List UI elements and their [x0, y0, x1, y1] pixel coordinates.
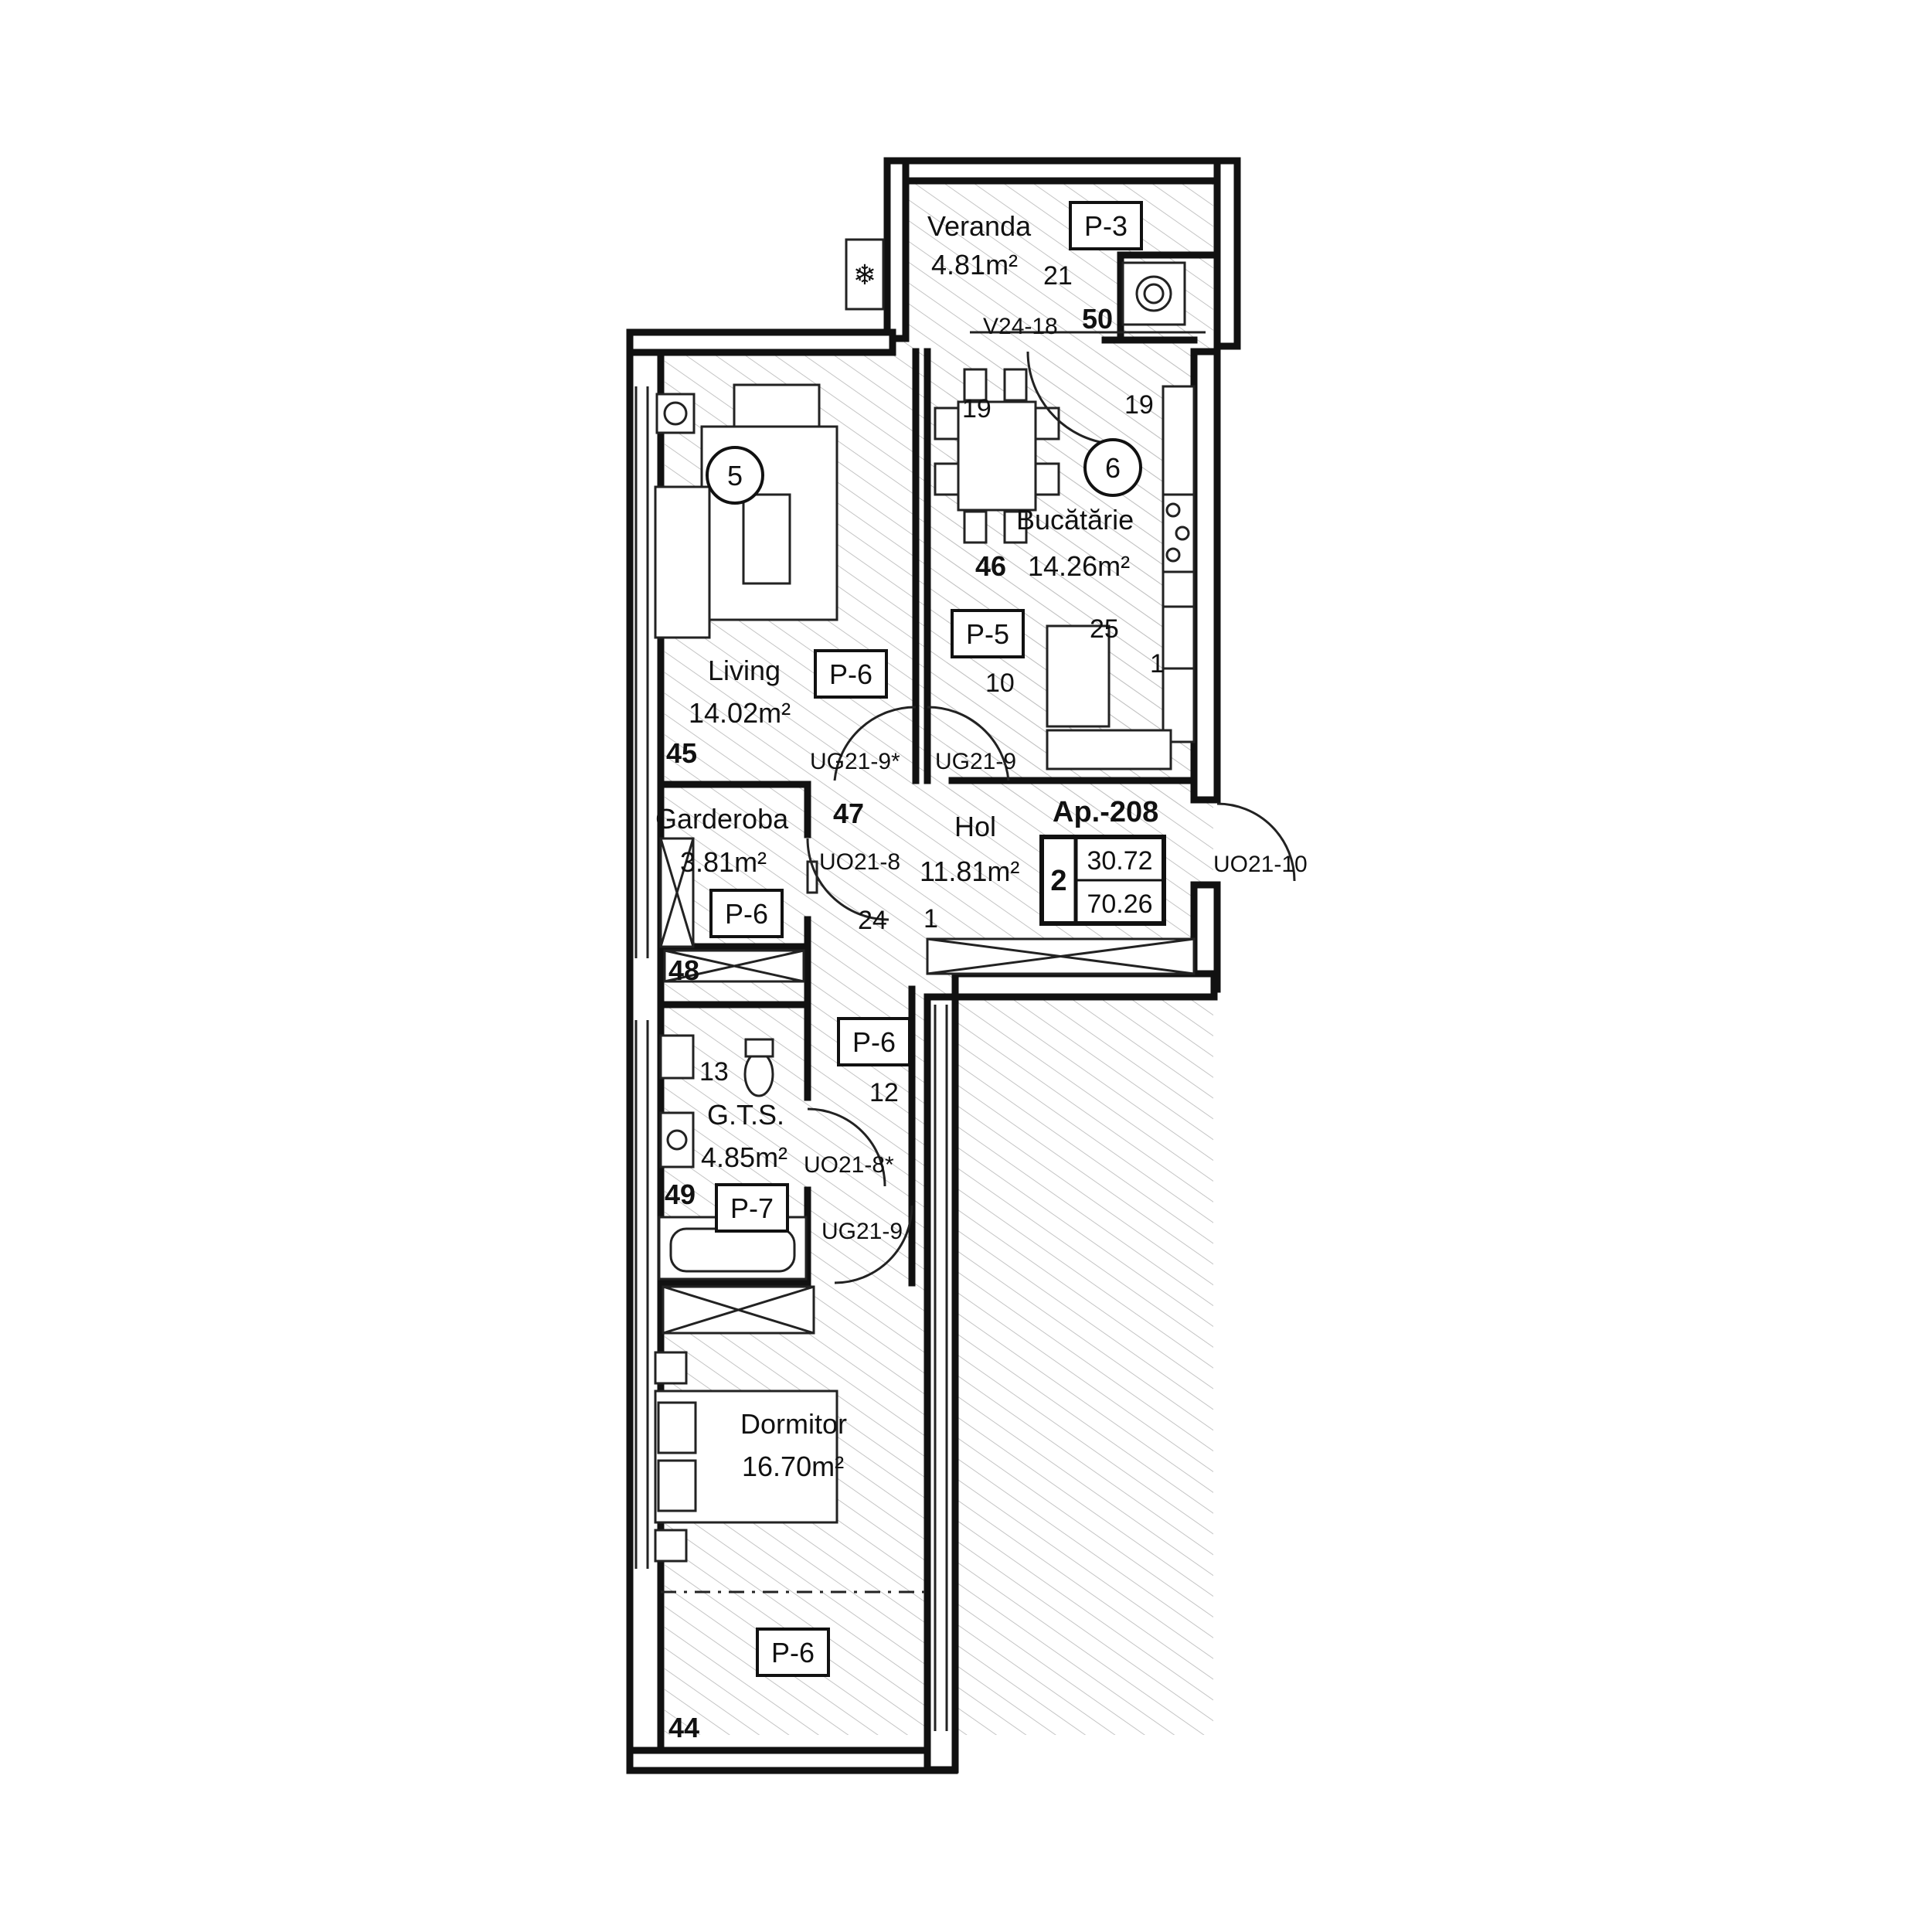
door-label-bathroom: UO21-8*: [804, 1152, 894, 1178]
marker-25: 25: [1090, 614, 1119, 644]
living-name: Living: [708, 655, 781, 686]
door-label-entrance: UO21-10: [1213, 852, 1308, 877]
room-living: 5 Living 14.02m² P-6 45: [666, 446, 888, 769]
hall-number: 47: [833, 798, 864, 829]
room-bedroom: Dormitor 16.70m² P-6 44: [668, 1408, 847, 1743]
marker-1-kitchen: 1: [1150, 649, 1165, 679]
apartment-area-living: 30.72: [1087, 846, 1152, 876]
living-tag: P-6: [829, 658, 872, 690]
ac-unit-icon: ❄: [853, 259, 876, 291]
living-furniture: [654, 383, 838, 639]
bedroom-furniture: [654, 1285, 927, 1594]
marker-10: 10: [985, 668, 1015, 698]
hall-area: 11.81m²: [920, 855, 1019, 887]
wardrobe-name: Garderoba: [655, 803, 789, 835]
door-labels: UG21-9* UG21-9 UO21-8 UO21-10 UO21-8* UG…: [804, 314, 1308, 1244]
kitchen-name: Bucătărie: [1016, 504, 1134, 536]
wardrobe-tag: P-6: [725, 898, 768, 930]
interior-walls: [657, 251, 1221, 1291]
room-hall: 47 Hol 11.81m² P-6: [833, 798, 1019, 1066]
door-label-living: UG21-9*: [810, 749, 900, 774]
marker-19-right: 19: [1124, 390, 1154, 420]
kitchen-circle: 6: [1105, 452, 1121, 484]
apartment-label: Ap.-208: [1053, 796, 1158, 828]
room-veranda: Veranda 4.81m² P-3 50: [927, 201, 1143, 335]
bedroom-area: 16.70m²: [742, 1451, 844, 1482]
bedroom-name: Dormitor: [740, 1408, 847, 1440]
kitchen-tag: P-5: [966, 618, 1009, 650]
bedroom-number: 44: [668, 1712, 699, 1743]
wardrobe-number: 48: [668, 954, 699, 986]
marker-24: 24: [858, 906, 887, 935]
door-label-wardrobe: UO21-8: [819, 849, 900, 875]
apartment-rooms-count: 2: [1050, 865, 1066, 897]
room-bathroom: G.T.S. 4.85m² P-7 49: [665, 1099, 789, 1233]
kitchen-number: 46: [975, 550, 1006, 582]
hall-fixtures: ❄: [806, 238, 1196, 975]
windows: [634, 331, 1206, 1731]
bathroom-name: G.T.S.: [707, 1099, 784, 1131]
bedroom-tag: P-6: [771, 1637, 815, 1668]
apartment-stamp: Ap.-208 2 30.72 70.26: [1039, 796, 1166, 926]
bathroom-area: 4.85m²: [701, 1141, 787, 1173]
door-label-veranda: V24-18: [983, 314, 1058, 339]
marker-1-hall: 1: [923, 904, 938, 934]
door-label-kitchen: UG21-9: [935, 749, 1016, 774]
door-label-bedroom: UG21-9: [821, 1219, 903, 1244]
kitchen-furniture: [934, 368, 1196, 770]
bathroom-number: 49: [665, 1179, 696, 1210]
marker-21: 21: [1043, 261, 1073, 291]
hall-tag: P-6: [852, 1026, 896, 1058]
veranda-number: 50: [1082, 303, 1113, 335]
markers: 21 19 19 25 10 1 24 1 13 12: [699, 261, 1165, 1107]
veranda-area: 4.81m²: [931, 249, 1018, 281]
marker-12: 12: [869, 1078, 899, 1107]
marker-13: 13: [699, 1057, 729, 1087]
marker-19-left: 19: [962, 394, 992, 423]
wardrobe-area: 3.81m²: [680, 846, 767, 878]
kitchen-area: 14.26m²: [1028, 550, 1130, 582]
veranda-tag: P-3: [1084, 210, 1128, 242]
wardrobe-furniture: [659, 837, 805, 983]
living-number: 45: [666, 737, 697, 769]
hall-name: Hol: [954, 811, 996, 842]
room-wardrobe: Garderoba 3.81m² P-6 48: [655, 803, 789, 986]
bathroom-tag: P-7: [730, 1192, 774, 1224]
apartment-area-total: 70.26: [1087, 889, 1152, 919]
living-area: 14.02m²: [689, 697, 791, 729]
veranda-name: Veranda: [927, 210, 1032, 242]
living-circle: 5: [727, 460, 743, 492]
room-kitchen: 6 Bucătărie 46 14.26m² P-5: [951, 438, 1142, 658]
